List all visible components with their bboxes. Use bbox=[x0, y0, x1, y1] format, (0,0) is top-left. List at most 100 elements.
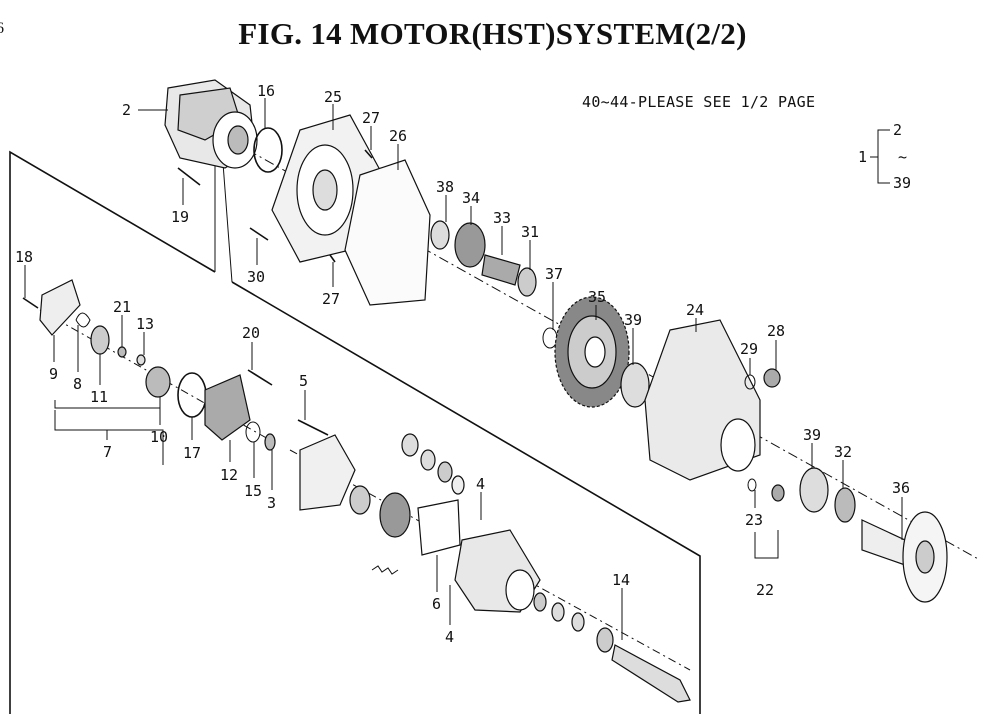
washer-13 bbox=[136, 354, 146, 366]
gear-35 bbox=[554, 296, 630, 408]
callout-3: 3 bbox=[267, 494, 276, 512]
callout-27-upper: 27 bbox=[362, 109, 380, 127]
callout-28: 28 bbox=[767, 322, 785, 340]
group-22-bracket bbox=[754, 530, 779, 559]
callout-4-lower: 4 bbox=[445, 628, 454, 646]
gasket-26 bbox=[344, 159, 431, 306]
pin-27-lower bbox=[329, 254, 336, 263]
callout-37: 37 bbox=[545, 265, 563, 283]
ring-stack-5 bbox=[533, 592, 547, 612]
nut-21 bbox=[117, 346, 127, 358]
bearing-38 bbox=[430, 220, 450, 250]
callout-6: 6 bbox=[432, 595, 441, 613]
bolt-5 bbox=[297, 419, 329, 436]
callout-13: 13 bbox=[136, 315, 154, 333]
callout-39-upper: 39 bbox=[624, 311, 642, 329]
callout-7: 7 bbox=[103, 443, 112, 461]
callout-38: 38 bbox=[436, 178, 454, 196]
callout-24: 24 bbox=[686, 301, 704, 319]
callout-30: 30 bbox=[247, 268, 265, 286]
bearing-39-lower bbox=[799, 467, 829, 513]
callout-4-upper: 4 bbox=[476, 475, 485, 493]
ring-stack-4 bbox=[451, 475, 465, 495]
hst-motor-upper bbox=[164, 79, 258, 169]
spring-pin bbox=[371, 565, 399, 575]
callout-36: 36 bbox=[892, 479, 910, 497]
ring-stack-2 bbox=[420, 449, 436, 471]
detail-box-outline bbox=[9, 150, 216, 714]
washer-23 bbox=[747, 478, 757, 492]
callout-33: 33 bbox=[493, 209, 511, 227]
callout-11: 11 bbox=[90, 388, 108, 406]
o-ring-15 bbox=[245, 421, 261, 443]
case-24 bbox=[644, 319, 761, 481]
o-ring-17 bbox=[177, 372, 207, 418]
callout-9: 9 bbox=[49, 365, 58, 383]
output-flange-36 bbox=[861, 511, 948, 603]
cylinder-block bbox=[379, 492, 411, 538]
ring-stack-1 bbox=[401, 433, 419, 457]
callout-23: 23 bbox=[745, 511, 763, 529]
callout-25: 25 bbox=[324, 88, 342, 106]
ring-stack-7 bbox=[571, 612, 585, 632]
callout-27-lower: 27 bbox=[322, 290, 340, 308]
swash-plate bbox=[349, 485, 371, 515]
callout-21: 21 bbox=[113, 298, 131, 316]
callout-29: 29 bbox=[740, 340, 758, 358]
bushing-10 bbox=[145, 366, 171, 398]
callout-31: 31 bbox=[521, 223, 539, 241]
ring-stack-3 bbox=[437, 461, 453, 483]
callout-2: 2 bbox=[122, 101, 131, 119]
callout-35: 35 bbox=[588, 288, 606, 306]
bearing-39-upper bbox=[620, 362, 650, 408]
ring-stack-8 bbox=[596, 627, 614, 653]
block-12 bbox=[204, 374, 251, 441]
plug-3 bbox=[264, 433, 276, 451]
callout-39-lower: 39 bbox=[803, 426, 821, 444]
shaft-33 bbox=[481, 254, 521, 286]
bolt-20 bbox=[247, 369, 273, 386]
bolt-18 bbox=[22, 297, 39, 309]
legend-assembly-number: 1 bbox=[858, 148, 867, 166]
end-plate bbox=[299, 434, 356, 511]
detail-box-outline-right bbox=[231, 281, 701, 714]
callout-8: 8 bbox=[73, 375, 82, 393]
legend-tilde: ~ bbox=[898, 148, 907, 166]
page-number: 6 bbox=[0, 20, 4, 37]
o-ring-16 bbox=[253, 127, 283, 173]
callout-14: 14 bbox=[612, 571, 630, 589]
motor-shaft-14 bbox=[611, 644, 691, 703]
bolt-30 bbox=[249, 227, 269, 241]
figure-title: FIG. 14 MOTOR(HST)SYSTEM(2/2) bbox=[238, 16, 747, 51]
callout-12: 12 bbox=[220, 466, 238, 484]
gear-34 bbox=[454, 222, 486, 268]
spring-8 bbox=[75, 312, 91, 328]
plate-9 bbox=[39, 279, 81, 336]
callout-26: 26 bbox=[389, 127, 407, 145]
callout-10: 10 bbox=[150, 428, 168, 446]
legend-bracket bbox=[877, 129, 890, 184]
callout-5: 5 bbox=[299, 372, 308, 390]
detail-box-leader-2 bbox=[221, 149, 233, 283]
callout-16: 16 bbox=[257, 82, 275, 100]
callout-19: 19 bbox=[171, 208, 189, 226]
ring-stack-6 bbox=[551, 602, 565, 622]
legend-to-number: 39 bbox=[893, 174, 911, 192]
pin-27-upper bbox=[364, 149, 373, 159]
cross-reference-note: 40~44-PLEASE SEE 1/2 PAGE bbox=[582, 93, 816, 111]
callout-34: 34 bbox=[462, 189, 480, 207]
callout-20: 20 bbox=[242, 324, 260, 342]
callout-15: 15 bbox=[244, 482, 262, 500]
plug-22 bbox=[771, 484, 785, 502]
callout-17: 17 bbox=[183, 444, 201, 462]
gasket-6 bbox=[417, 499, 461, 556]
callout-18: 18 bbox=[15, 248, 33, 266]
callout-22: 22 bbox=[756, 581, 774, 599]
plug-28 bbox=[763, 368, 781, 388]
shoe-11 bbox=[90, 325, 110, 355]
legend-from-number: 2 bbox=[893, 121, 902, 139]
bolt-19 bbox=[177, 167, 201, 186]
callout-32: 32 bbox=[834, 443, 852, 461]
hst-motor-lower bbox=[454, 529, 541, 613]
